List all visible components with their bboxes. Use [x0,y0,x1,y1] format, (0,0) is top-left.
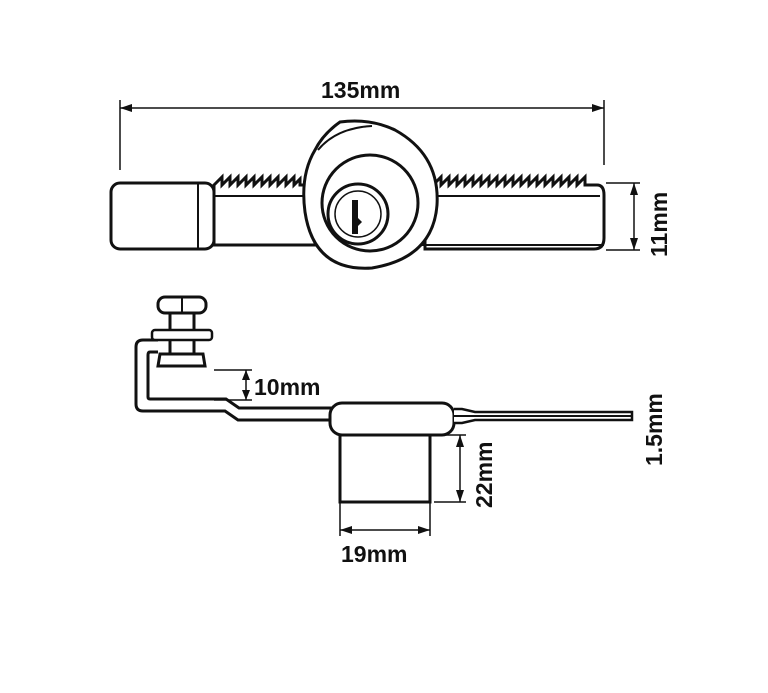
screw-offset-label: 10mm [254,374,320,400]
bracket-plate [134,338,340,422]
lock-collar [328,401,456,437]
cylinder-diameter-dimension [339,502,431,536]
body-height-label: 11mm [646,192,672,257]
body-height-dimension [606,182,640,251]
top-view: 135mm 11mm [109,77,672,270]
overall-length-label: 135mm [321,77,400,103]
screw-offset-dimension [214,369,252,401]
overall-length-dimension [119,100,605,170]
cylinder-length-label: 22mm [471,442,497,508]
keyhole-icon [352,200,362,234]
cylinder-length-dimension [434,434,466,503]
ratchet-bar [212,173,606,251]
screw [150,295,214,368]
lock-cylinder [338,433,432,504]
cylinder-diameter-label: 19mm [341,541,407,567]
side-view: 10mm 1.5mm 22mm 19mm [134,295,667,567]
plate-thickness-label: 1.5mm [641,393,667,466]
